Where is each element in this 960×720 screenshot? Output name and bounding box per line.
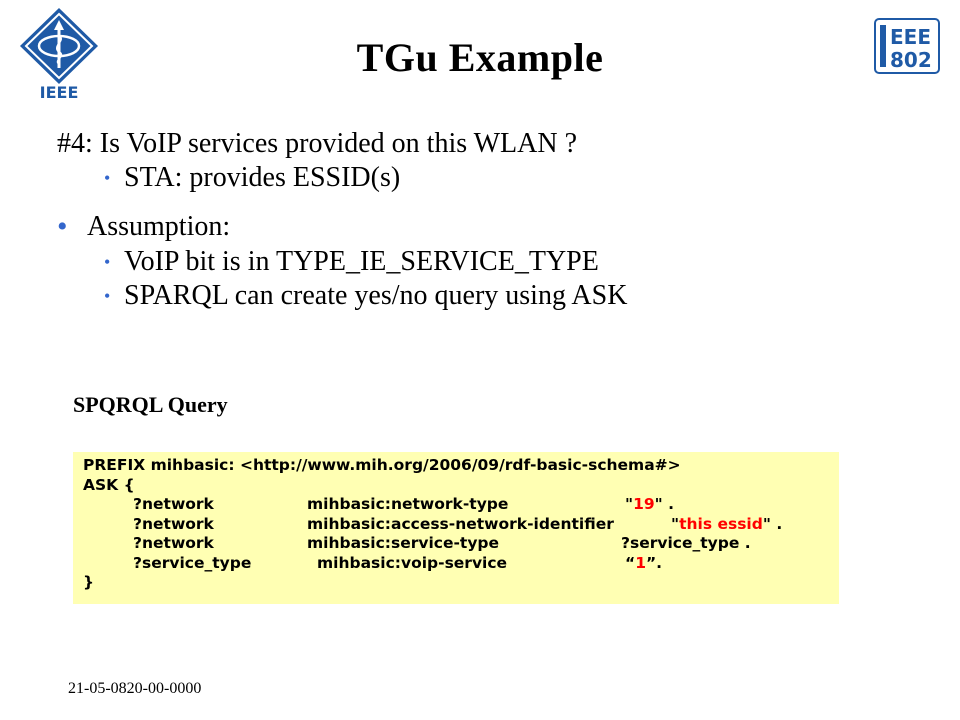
sub-bullet-icon: • bbox=[104, 168, 111, 188]
query-subject: ?network bbox=[133, 534, 214, 552]
ieee-diamond-icon: IEEE bbox=[20, 8, 98, 102]
ieee-802-logo-top-text: EEE bbox=[890, 25, 931, 49]
slide-title: TGu Example bbox=[356, 35, 604, 80]
question-text: #4: Is VoIP services provided on this WL… bbox=[57, 128, 578, 159]
query-object-highlight: 1 bbox=[635, 553, 646, 572]
query-predicate: mihbasic:service-type bbox=[307, 534, 500, 552]
query-line-3: ?network mihbasic:service-type ?service_ty… bbox=[83, 534, 829, 554]
query-predicate: mihbasic:network-type bbox=[307, 495, 509, 513]
assumption-heading: Assumption: bbox=[87, 211, 231, 242]
bullet-icon: • bbox=[57, 210, 68, 243]
sub-bullet-icon: • bbox=[104, 252, 111, 272]
assumption-item: SPARQL can create yes/no query using ASK bbox=[124, 280, 628, 311]
sub-bullet-icon: • bbox=[104, 286, 111, 306]
ieee-802-logo-bottom-text: 802 bbox=[890, 48, 932, 72]
sparql-query-box: PREFIX mihbasic: <http://www.mih.org/200… bbox=[73, 452, 839, 604]
query-close-line: } bbox=[83, 573, 95, 591]
query-ask-line: ASK { bbox=[83, 475, 135, 494]
query-object-highlight: 19 bbox=[633, 495, 655, 513]
query-predicate: mihbasic:voip-service bbox=[317, 553, 508, 572]
query-object: ?service_type . bbox=[621, 534, 751, 552]
query-object-highlight: this essid bbox=[679, 514, 763, 533]
assumption-item: VoIP bit is in TYPE_IE_SERVICE_TYPE bbox=[124, 246, 599, 277]
document-number: 21-05-0820-00-0000 bbox=[68, 680, 202, 697]
ieee-logo: IEEE bbox=[16, 6, 102, 102]
query-subject: ?service_type bbox=[133, 553, 252, 572]
query-line-2: ?network mihbasic:access-network-identifi… bbox=[133, 514, 783, 533]
question-sub-text: STA: provides ESSID(s) bbox=[124, 162, 401, 193]
query-caption: SPQRQL Query bbox=[73, 392, 228, 417]
query-predicate: mihbasic:access-network-identifier bbox=[307, 514, 614, 533]
query-prefix-line: PREFIX mihbasic: <http://www.mih.org/200… bbox=[83, 456, 681, 474]
query-subject: ?network bbox=[133, 495, 214, 513]
ieee-802-mark-icon: EEE 802 bbox=[874, 18, 940, 74]
ieee-logo-text: IEEE bbox=[40, 83, 79, 102]
query-subject: ?network bbox=[133, 514, 214, 533]
ieee-802-logo: EEE 802 bbox=[874, 18, 940, 74]
